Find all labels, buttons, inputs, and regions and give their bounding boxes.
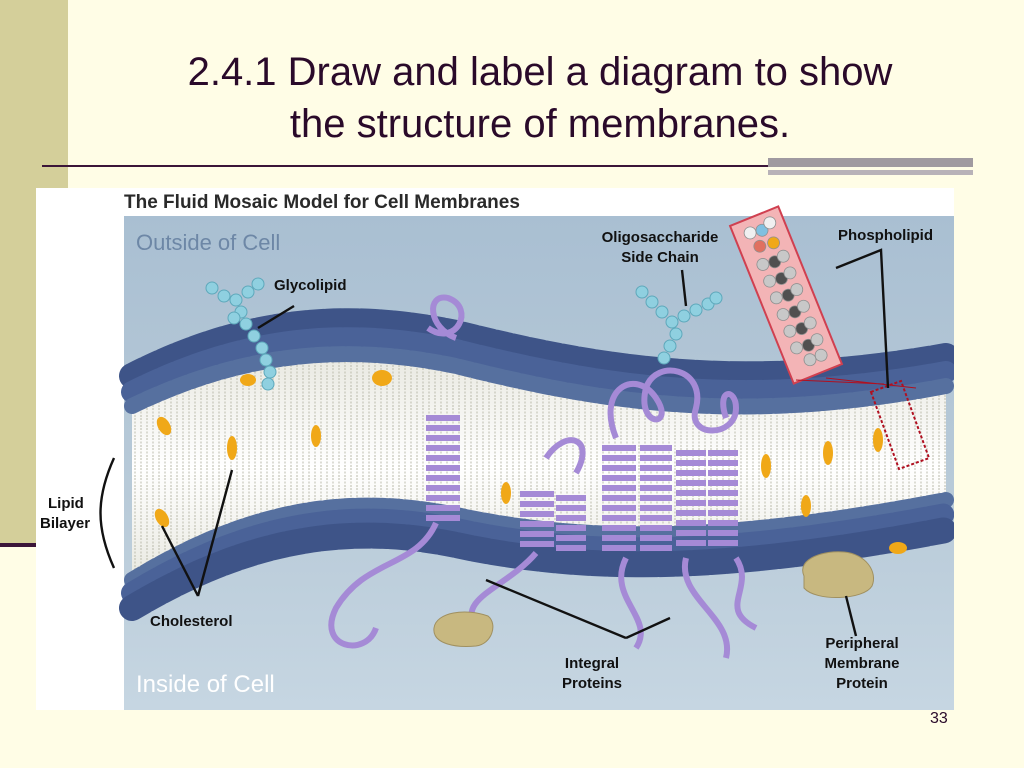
peripheral-protein-label-line1: Peripheral [825,635,898,652]
integral-protein-right [602,367,758,659]
cholesterol-molecules [154,370,907,554]
lipid-bilayer-label-line2: Bilayer [40,515,90,532]
cholesterol-label: Cholesterol [150,613,233,630]
diagram-heading: The Fluid Mosaic Model for Cell Membrane… [124,192,520,213]
title-divider [42,165,802,167]
title-divider-accent-lower [768,170,973,175]
integral-proteins-label-line2: Proteins [562,675,622,692]
title-line-2: the structure of membranes. [289,102,791,146]
phospholipid-connector [795,377,917,389]
oligosaccharide-label-line2: Side Chain [621,249,699,266]
oligosaccharide-chain [635,285,723,365]
outside-of-cell-label: Outside of Cell [136,230,280,255]
integral-protein-left [328,294,465,649]
membrane-diagram-svg: The Fluid Mosaic Model for Cell Membrane… [40,192,954,710]
decorative-side-line [0,543,40,547]
slide-title: 2.4.1 Draw and label a diagram to show t… [100,46,980,150]
membrane-diagram: The Fluid Mosaic Model for Cell Membrane… [36,188,954,710]
glycolipid-sugar-chain [205,277,277,391]
lipid-bilayer-label-line1: Lipid [48,495,84,512]
title-line-1: 2.4.1 Draw and label a diagram to show [187,50,893,94]
peripheral-protein [802,551,874,598]
phospholipid-label: Phospholipid [838,227,933,244]
integral-proteins-label-line1: Integral [565,655,619,672]
glycolipid-label: Glycolipid [274,277,347,294]
peripheral-protein-small [433,611,494,647]
label-leader-lines [99,248,890,640]
inside-of-cell-label: Inside of Cell [136,671,275,698]
title-divider-accent [768,158,973,167]
oligosaccharide-label-line1: Oligosaccharide [602,229,719,246]
outer-leaflet-heads [119,308,954,415]
inner-leaflet-heads [119,492,954,621]
slide-number: 33 [930,710,948,727]
phospholipid-highlight-box [869,379,931,471]
phospholipid-inset [728,205,844,385]
peripheral-protein-label-line2: Membrane [824,655,899,672]
peripheral-protein-label-line3: Protein [836,675,888,692]
